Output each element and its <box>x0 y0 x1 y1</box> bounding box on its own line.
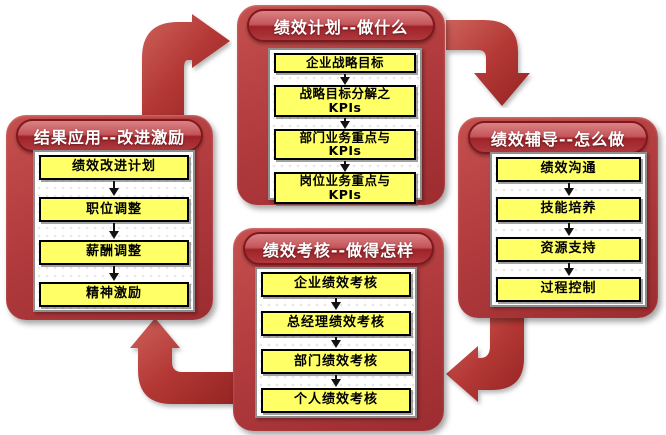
down-arrow-icon <box>261 336 411 350</box>
flow-step: 部门业务重点与 KPIs <box>274 128 416 160</box>
panel-performance-planning: 绩效计划--做什么 企业战略目标 战略目标分解之 KPIs 部门业务重点与 KP… <box>237 5 445 205</box>
flow-step: 薪酬调整 <box>39 239 189 265</box>
panel-performance-coaching: 绩效辅导--怎么做 绩效沟通 技能培养 资源支持 过程控制 <box>458 117 658 318</box>
flow-step: 企业战略目标 <box>274 53 416 73</box>
flow-step: 部门绩效考核 <box>261 349 411 375</box>
panel-title-performance-planning: 绩效计划--做什么 <box>247 9 435 42</box>
down-arrow-icon <box>39 222 189 239</box>
panel-title-text: 结果应用--改进激励 <box>33 127 186 147</box>
flow-steps-performance-assessment: 企业绩效考核 总经理绩效考核 部门绩效考核 个人绩效考核 <box>255 267 417 418</box>
flow-step: 企业绩效考核 <box>261 272 411 297</box>
down-arrow-icon <box>261 374 411 388</box>
cycle-arrow-assess-to-apply <box>130 318 236 404</box>
flow-step: 资源支持 <box>496 237 641 262</box>
down-arrow-icon <box>496 182 641 197</box>
down-arrow-icon <box>39 265 189 282</box>
panel-title-performance-coaching: 绩效辅导--怎么做 <box>468 121 648 154</box>
flow-step: 绩效改进计划 <box>39 155 189 180</box>
flow-step: 战略目标分解之 KPIs <box>274 85 416 117</box>
panel-title-text: 绩效考核--做得怎样 <box>262 240 415 260</box>
flow-steps-result-application: 绩效改进计划 职位调整 薪酬调整 精神激励 <box>33 150 195 312</box>
down-arrow-icon <box>261 297 411 311</box>
down-arrow-icon <box>274 73 416 85</box>
panel-title-text: 绩效计划--做什么 <box>273 17 409 37</box>
flow-step: 精神激励 <box>39 281 189 307</box>
flow-step: 技能培养 <box>496 197 641 222</box>
down-arrow-icon <box>274 117 416 129</box>
down-arrow-icon <box>496 222 641 237</box>
down-arrow-icon <box>274 160 416 172</box>
flow-step: 过程控制 <box>496 277 641 302</box>
flow-steps-performance-planning: 企业战略目标 战略目标分解之 KPIs 部门业务重点与 KPIs 岗位业务重点与… <box>268 48 422 204</box>
flow-step: 岗位业务重点与 KPIs <box>274 172 416 204</box>
panel-performance-assessment: 绩效考核--做得怎样 企业绩效考核 总经理绩效考核 部门绩效考核 个人绩效考核 <box>233 228 444 431</box>
panel-result-application: 结果应用--改进激励 绩效改进计划 职位调整 薪酬调整 精神激励 <box>6 115 213 320</box>
panel-title-result-application: 结果应用--改进激励 <box>16 119 203 152</box>
flow-step: 职位调整 <box>39 197 189 223</box>
down-arrow-icon <box>39 180 189 197</box>
panel-title-performance-assessment: 绩效考核--做得怎样 <box>243 232 434 265</box>
flow-step: 总经理绩效考核 <box>261 310 411 336</box>
cycle-arrow-apply-to-plan <box>142 14 230 115</box>
panel-title-text: 绩效辅导--怎么做 <box>490 129 626 149</box>
cycle-arrow-plan-to-coach <box>446 20 530 106</box>
flow-steps-performance-coaching: 绩效沟通 技能培养 资源支持 过程控制 <box>490 152 647 307</box>
flow-step: 个人绩效考核 <box>261 388 411 414</box>
cycle-arrow-coach-to-assess <box>446 312 524 402</box>
flow-step: 绩效沟通 <box>496 157 641 182</box>
down-arrow-icon <box>496 262 641 277</box>
